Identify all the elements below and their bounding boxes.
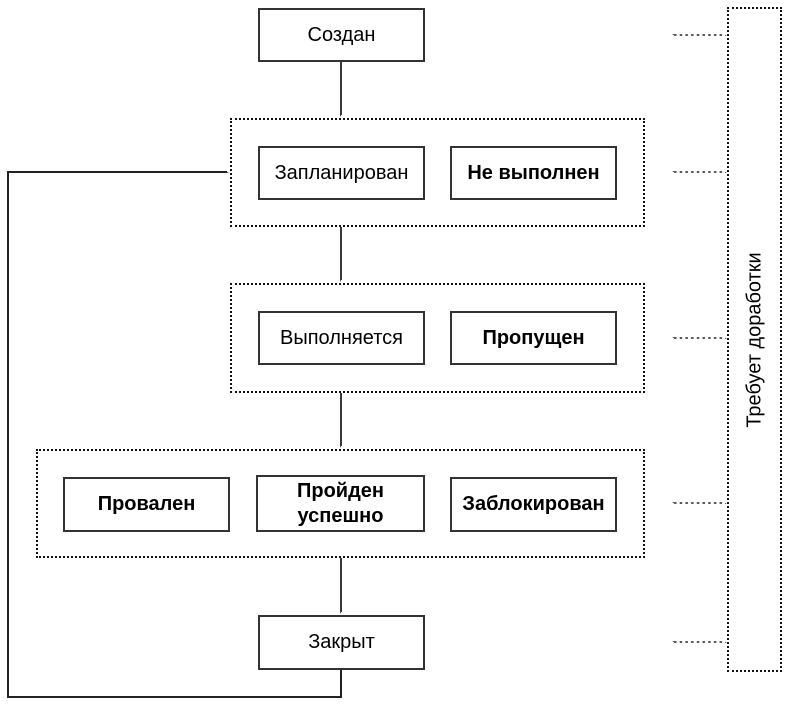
arrow-feedback-closed-to-planned [7, 171, 342, 698]
group-final-states [36, 449, 645, 558]
state-passed: Пройден успешно [256, 475, 425, 532]
state-closed: Закрыт [258, 615, 425, 670]
group-planned-states [230, 118, 645, 227]
group-executing-states [230, 283, 645, 393]
state-not-executed: Не выполнен [450, 146, 617, 200]
state-executing: Выполняется [258, 311, 425, 365]
state-blocked: Заблокирован [450, 477, 617, 532]
rework-panel: Требует доработки [727, 7, 782, 672]
state-skipped: Пропущен [450, 311, 617, 365]
state-planned: Запланирован [258, 146, 425, 200]
state-failed: Провален [63, 477, 230, 532]
state-created: Создан [258, 8, 425, 62]
rework-panel-label: Требует доработки [743, 251, 765, 428]
